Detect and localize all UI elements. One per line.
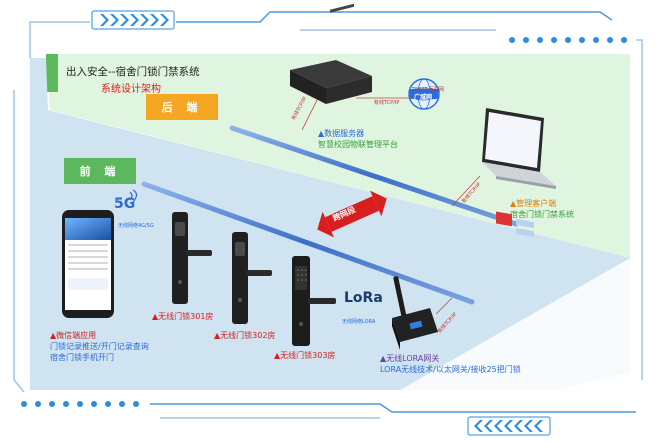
top-chevron-frame [91, 10, 175, 30]
frontend-zone-cut [400, 258, 630, 390]
top-chevrons [100, 14, 169, 26]
backend-pipe [229, 125, 519, 227]
laptop-icon [482, 108, 556, 238]
wechat-label: ▲微信端应用 [50, 331, 97, 340]
server-label: ▲数据服务器 [318, 129, 365, 138]
frame-line-bottom [150, 403, 636, 413]
backend-badge: 后 端 [146, 94, 218, 120]
gateway-link-line [435, 297, 453, 315]
top-right-dots [509, 37, 627, 43]
gateway-desc: LORA无线技术/以太网关/接收25把门锁 [380, 365, 521, 374]
lock-303-icon [292, 256, 336, 346]
wechat-line2: 宿舍门锁手机开门 [50, 353, 114, 362]
lock-303-label: ▲无线门锁303房 [274, 351, 336, 360]
lora-gateway-icon [392, 276, 438, 350]
lock-301-icon [172, 212, 212, 304]
lora-logo: LoRa [344, 290, 383, 306]
cross-segment-arrow [317, 190, 387, 238]
frame-line-left [13, 90, 25, 393]
wan-small-label: TCP/IP 互联网 [412, 87, 445, 93]
frame-line-top [176, 11, 613, 23]
wireless-5g-label: 无线网络4G/5G [118, 223, 154, 229]
wechat-line1: 门锁记录推送/开门记录查询 [50, 342, 149, 351]
frame-line-right [636, 39, 643, 380]
page-title: 出入安全--宿舍门锁门禁系统 [66, 66, 200, 78]
bottom-chevrons [474, 420, 543, 432]
signal-5g-icon [129, 189, 138, 203]
bottom-chevron-frame [467, 416, 551, 436]
lock-301-label: ▲无线门锁301房 [152, 312, 214, 321]
frame-line-top-left [29, 21, 90, 58]
client-link-line [451, 175, 481, 207]
wan-label: 广域网 [414, 94, 433, 101]
gateway-label: ▲无线LORA网关 [380, 354, 440, 363]
page-subtitle: 系统设计架构 [101, 84, 161, 95]
wireless-lora-label: 无线网络LORA [342, 319, 376, 325]
frontend-badge: 前 端 [64, 158, 136, 184]
server-desc: 智慧校园物联管理平台 [318, 140, 398, 149]
phone-icon [62, 210, 114, 318]
client-label: ▲管理客户端 [510, 199, 557, 208]
globe-icon [408, 78, 440, 110]
lock-302-label: ▲无线门锁302房 [214, 331, 276, 340]
bottom-left-dots [21, 401, 139, 407]
server-icon [290, 3, 372, 104]
frontend-pipe [141, 181, 475, 305]
five-g-label: 5G [114, 196, 136, 212]
server-link-line [301, 97, 319, 131]
title-accent-bar [46, 54, 58, 92]
lock-302-icon [232, 232, 272, 324]
client-desc: 宿舍门锁门禁系统 [510, 210, 574, 219]
wan-link-label: 有线TCP/IP [374, 100, 400, 106]
